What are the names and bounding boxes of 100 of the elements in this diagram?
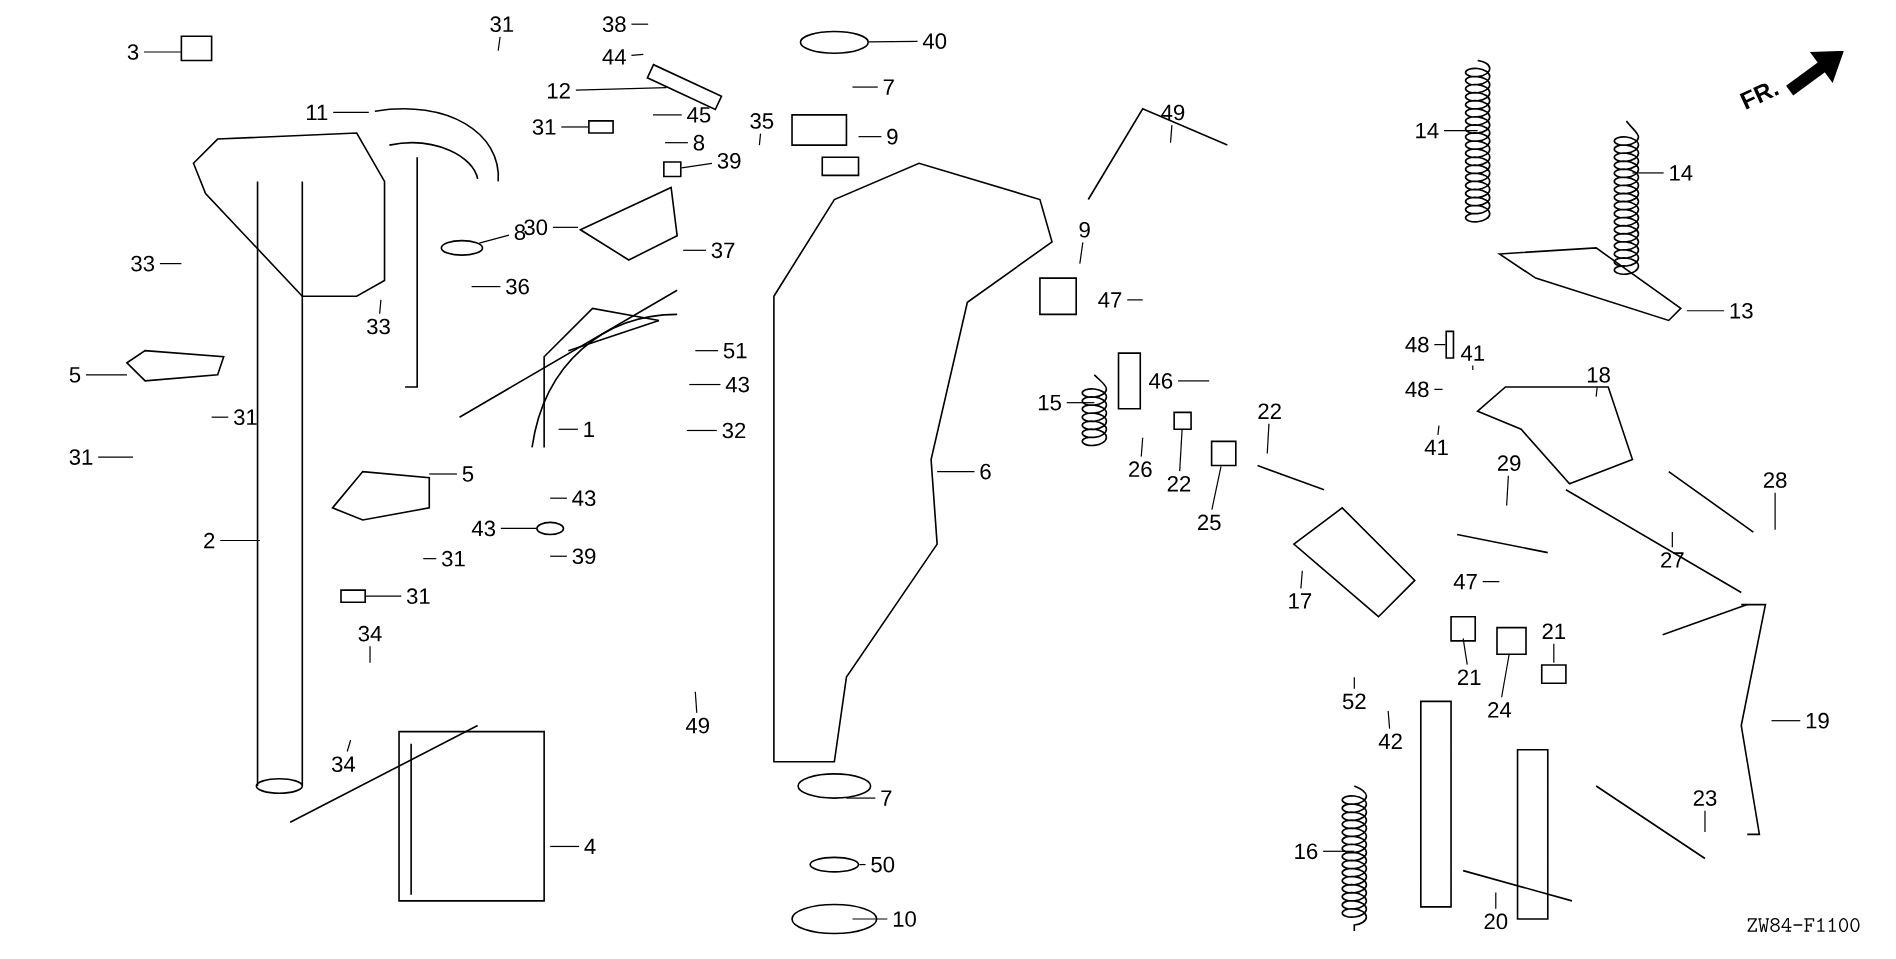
leader-line	[1686, 310, 1725, 312]
leader-line	[681, 162, 713, 169]
leader-line	[478, 234, 510, 244]
callout-number: 43	[572, 490, 596, 507]
leader-line	[1443, 130, 1479, 132]
callout-number: 20	[1484, 913, 1508, 930]
callout-number: 45	[687, 107, 711, 123]
leader-line	[1179, 429, 1183, 472]
leader-line	[1211, 465, 1222, 511]
leader-line	[851, 86, 879, 88]
callout-number: 23	[1693, 790, 1717, 806]
leader-line	[1472, 365, 1474, 371]
leader-line	[1169, 124, 1173, 144]
leader-line	[1066, 402, 1095, 404]
callout-number: 9	[1079, 222, 1090, 238]
leader-line	[1300, 570, 1303, 590]
callout-number: 39	[572, 548, 596, 565]
leader-line	[1595, 387, 1598, 398]
callout-number: 6	[980, 463, 991, 480]
callout-number: 30	[524, 219, 548, 236]
callout-number: 29	[1497, 455, 1521, 472]
leader-line	[1177, 380, 1210, 382]
leader-line	[845, 797, 876, 799]
callout-number: 41	[1424, 439, 1448, 456]
leader-line	[85, 374, 128, 376]
callout-number: 5	[69, 367, 81, 383]
part-box	[1173, 411, 1192, 431]
leader-line	[558, 428, 579, 430]
callout-number: 7	[883, 79, 894, 95]
callout-number: 27	[1661, 552, 1684, 568]
leader-line	[652, 114, 683, 116]
leader-line	[1433, 344, 1446, 346]
callout-number: 48	[1405, 336, 1429, 353]
callout-number: 34	[358, 625, 382, 642]
leader-line	[471, 286, 501, 288]
callout-number: 4	[584, 838, 596, 855]
callout-number: 13	[1730, 303, 1753, 319]
diagram-code: ZW84-F1100	[1747, 918, 1860, 933]
callout-number: 37	[711, 242, 735, 259]
part-box	[663, 161, 682, 178]
leader-line	[549, 845, 580, 848]
leader-line	[1433, 388, 1444, 390]
callout-number: 46	[1149, 373, 1173, 389]
callout-number: 44	[602, 49, 626, 65]
callout-number: 33	[131, 255, 155, 272]
callout-number: 40	[922, 33, 947, 49]
leader-line	[868, 40, 919, 43]
leader-line	[1506, 475, 1509, 507]
leader-line	[1079, 241, 1084, 265]
callout-number: 18	[1587, 367, 1610, 383]
leader-line	[1322, 850, 1355, 852]
callout-number: 31	[406, 588, 430, 605]
callout-number: 12	[548, 83, 570, 99]
callout-number: 52	[1342, 693, 1366, 710]
callout-number: 50	[871, 856, 895, 873]
leader-line	[688, 383, 722, 386]
callout-number: 32	[722, 422, 746, 439]
leader-line	[159, 263, 182, 265]
callout-number: 41	[1461, 345, 1485, 361]
callout-number: 15	[1038, 395, 1061, 411]
part-circle	[809, 856, 860, 873]
leader-line	[422, 558, 437, 560]
callout-number: 31	[442, 550, 465, 567]
leader-line	[379, 299, 382, 315]
leader-line	[1126, 299, 1144, 301]
callout-number: 31	[69, 449, 93, 465]
callout-number: 1	[584, 421, 594, 437]
callout-number: 25	[1198, 514, 1221, 531]
callout-number: 47	[1453, 574, 1477, 590]
callout-number: 21	[1542, 623, 1566, 639]
callout-number: 51	[723, 343, 747, 359]
leader-line	[1671, 531, 1673, 548]
callout-number: 49	[685, 717, 709, 734]
leader-line	[1437, 425, 1440, 436]
callout-number: 36	[506, 278, 529, 295]
callout-number: 19	[1806, 712, 1829, 729]
leader-line	[549, 497, 568, 499]
callout-number: 31	[532, 119, 556, 135]
callout-number: 43	[725, 376, 749, 393]
callout-number: 26	[1129, 461, 1152, 478]
leader-line	[630, 53, 644, 57]
leader-line	[686, 429, 718, 432]
leader-line	[1495, 891, 1497, 910]
leader-line	[219, 539, 261, 542]
leader-line	[1387, 710, 1391, 730]
leader-line	[1353, 676, 1355, 690]
callout-number: 10	[893, 911, 916, 927]
leader-line	[428, 473, 458, 475]
callout-number: 48	[1405, 381, 1429, 398]
leader-line	[560, 126, 589, 128]
callout-number: 22	[1258, 403, 1281, 419]
callout-number: 31	[490, 16, 514, 33]
leader-line	[1704, 810, 1706, 833]
part-bar	[1445, 330, 1455, 359]
callout-number: 22	[1167, 476, 1191, 492]
leader-line	[1140, 437, 1144, 458]
leader-line	[694, 691, 698, 714]
leader-line	[1482, 581, 1500, 583]
callout-number: 31	[234, 409, 257, 426]
callout-number: 9	[887, 128, 898, 145]
